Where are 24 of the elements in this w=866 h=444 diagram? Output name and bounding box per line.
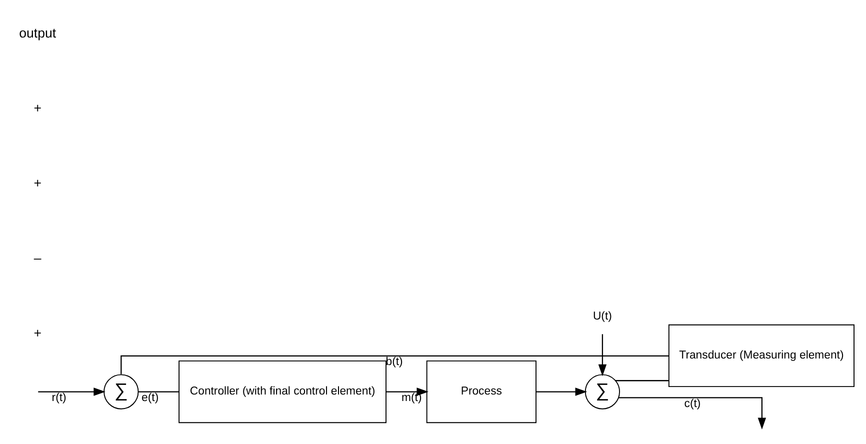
node-circle: ∑ [584,374,620,409]
label: + [34,100,42,115]
node-box: Process [426,360,536,423]
edge-label: r(t) [52,391,66,404]
node-circle: ∑ [104,374,139,409]
connector [615,380,669,381]
edge-label: b(t) [386,356,403,368]
connector [120,354,669,374]
arrow [618,396,766,429]
arrow [536,387,588,396]
label: output [19,24,56,40]
label: – [34,250,42,265]
node-text: U(t) [592,310,612,322]
edge-label: e(t) [142,391,159,404]
label: + [34,174,42,190]
node-box: Transducer (Measuring element) [668,324,854,387]
arrow [38,387,106,396]
node-box: Controller (with final control element) [178,360,386,423]
edge-label: m(t) [402,391,422,404]
edge-label: c(t) [684,397,701,410]
arrow [598,334,607,376]
label: + [34,324,42,340]
connector [138,390,179,392]
arrow [386,387,429,396]
